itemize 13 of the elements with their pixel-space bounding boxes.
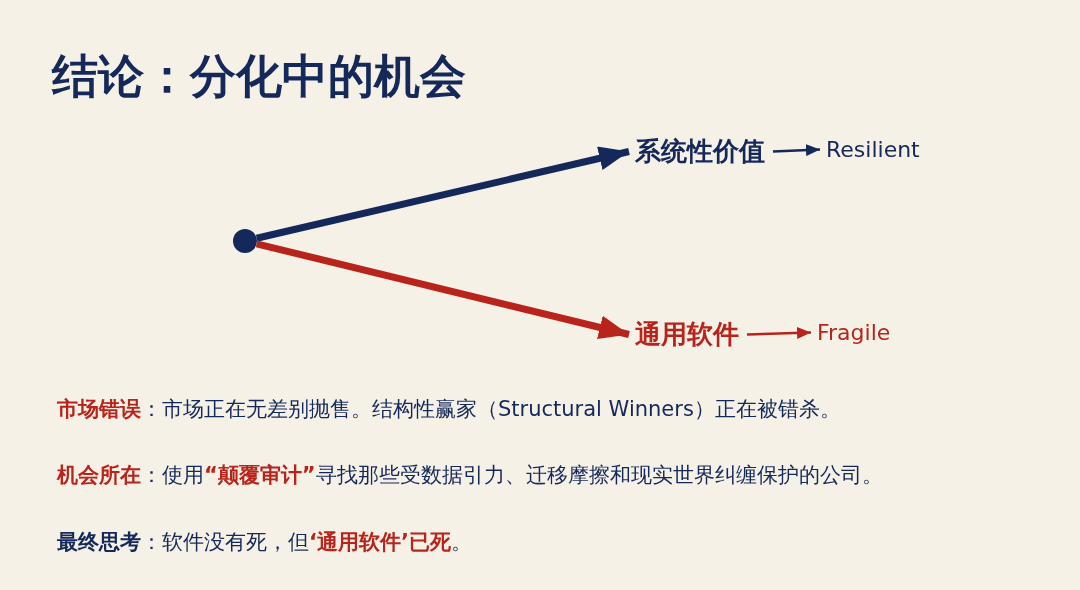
arrow: [255, 146, 630, 242]
start-dot: [233, 229, 257, 253]
branch-label: 系统性价值: [635, 136, 765, 166]
note-text: 机会所在：使用“颠覆审计”寻找那些受数据引力、迁移摩擦和现实世界纠缠保护的公司。: [57, 462, 883, 489]
slide-title: 结论：分化中的机会: [52, 48, 466, 105]
branch-label: Fragile: [817, 320, 891, 345]
note-text: 市场错误：市场正在无差别抛售。结构性赢家（Structural Winners）正在被错杀。: [57, 396, 841, 423]
branch-label: Resilient: [826, 137, 920, 162]
arrow: [772, 144, 821, 157]
arrow: [255, 240, 630, 340]
branch-label: 通用软件: [635, 319, 739, 349]
note-text: 最终思考：软件没有死，但‘通用软件’已死。: [57, 529, 472, 556]
arrow: [746, 326, 812, 339]
